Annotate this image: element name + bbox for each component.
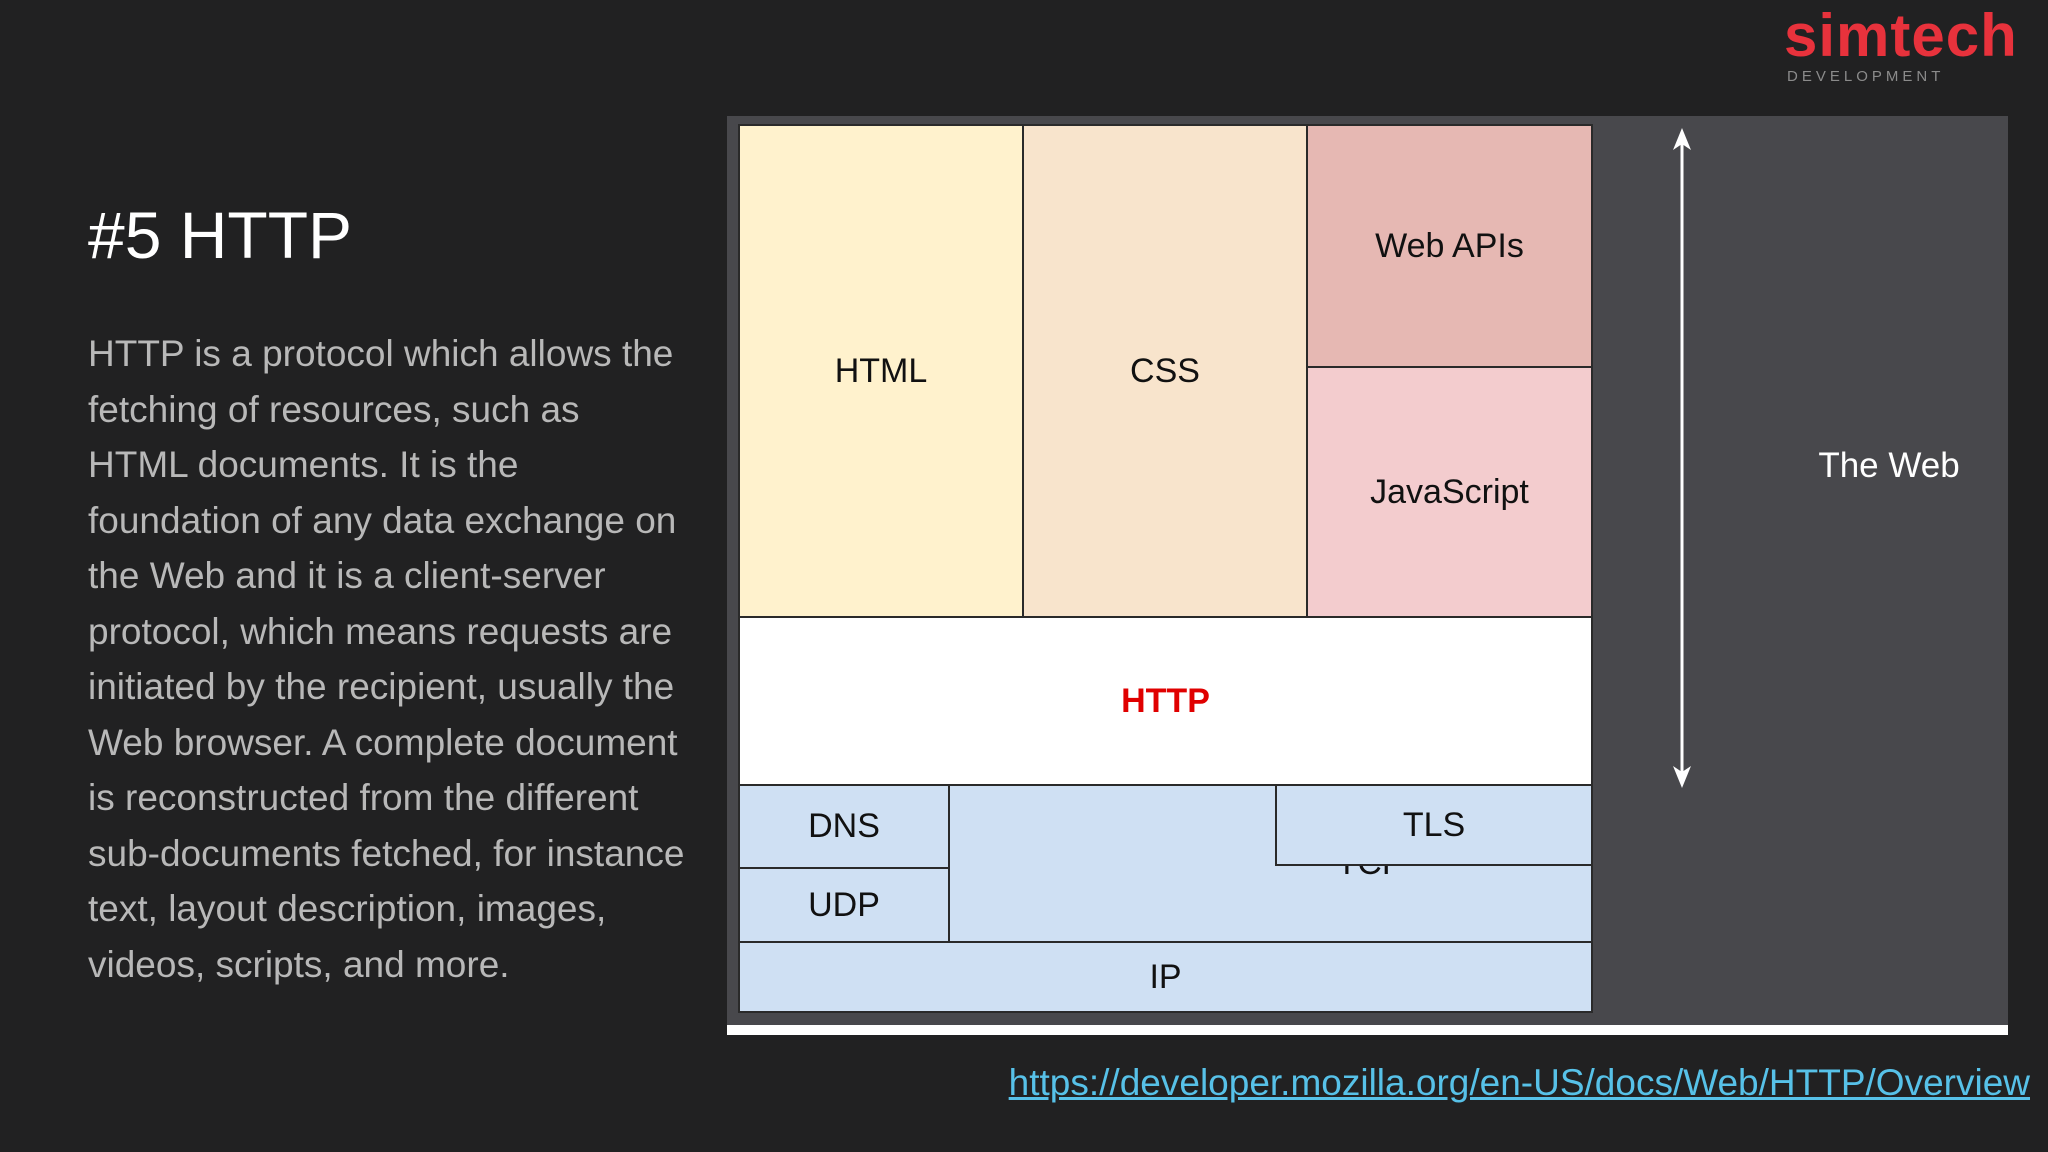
web-apis-block: Web APIs [1306,124,1593,368]
http-block: HTTP [738,616,1593,786]
brand-logo: simtech DEVELOPMENT [1784,2,2040,86]
dns-block: DNS [738,784,950,869]
ip-block: IP [738,941,1593,1013]
the-web-label: The Web [1818,446,1960,485]
logo-tagline: DEVELOPMENT [1787,68,1945,85]
double-arrow-icon [1673,128,1691,788]
html-block: HTML [738,124,1024,618]
http-stack-diagram: HTML CSS Web APIs JavaScript HTTP TCP DN… [727,116,2008,1028]
tls-block: TLS [1275,784,1593,866]
divider-line [727,1025,2008,1035]
mdn-http-overview-link[interactable]: https://developer.mozilla.org/en-US/docs… [1008,1062,2030,1103]
javascript-block: JavaScript [1306,366,1593,618]
css-block: CSS [1022,124,1308,618]
udp-block: UDP [738,867,950,943]
slide-body-text: HTTP is a protocol which allows the fetc… [88,333,685,985]
slide-title: #5 HTTP [88,198,353,272]
logo-wordmark: simtech [1784,2,2018,69]
